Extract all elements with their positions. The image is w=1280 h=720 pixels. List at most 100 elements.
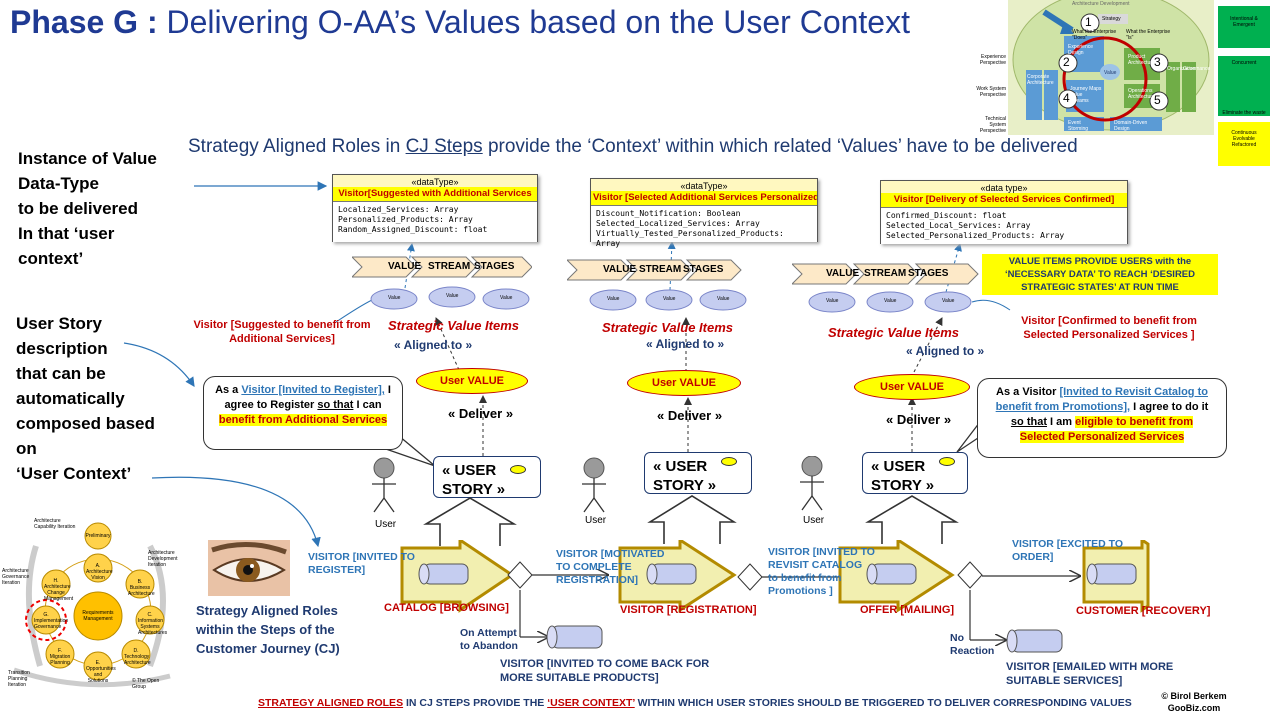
value-ellipse — [370, 288, 418, 310]
user-story-box: « USER STORY » — [862, 452, 968, 494]
aligned-to-label: « Aligned to » — [394, 338, 473, 352]
subtitle-link: CJ Steps — [405, 136, 483, 157]
thumbnail-label: Work System Perspective — [976, 86, 1006, 98]
user-story-description: User Story description that can be autom… — [16, 311, 186, 486]
actor-label: User — [585, 515, 607, 526]
journey-layer — [400, 540, 1150, 653]
state-line: REGISTER] — [308, 564, 366, 576]
thumbnail-number: 5 — [1154, 93, 1161, 107]
emailed-state-label: VISITOR [EMAILED WITH MORE SUITABLE SERV… — [1006, 660, 1173, 688]
visitor-label-line: Visitor [Confirmed to benefit from — [1021, 315, 1197, 327]
state-line: REVISIT CATALOG — [768, 559, 863, 571]
state-line: VISITOR [INVITED TO — [768, 546, 875, 558]
story-line: User Story — [16, 314, 102, 333]
instance-line: Instance of Value — [18, 149, 157, 168]
story-dot — [939, 457, 955, 466]
datatype-attrs: Confirmed_Discount: float Selected_Local… — [881, 208, 1127, 244]
deliver-label: « Deliver » — [886, 412, 952, 427]
visitor-label-line: Selected Personalized Services ] — [1023, 329, 1195, 341]
state-line: REGISTRATION] — [556, 574, 639, 586]
abandon-state-cylinder — [546, 625, 603, 649]
abandon-state-line: VISITOR [INVITED TO COME BACK FOR — [500, 658, 710, 670]
thumbnail-title: Architecture Development — [1072, 1, 1130, 7]
adm-credit: © The Open Group — [132, 678, 160, 690]
adm-iteration: Architecture Governance Iteration — [2, 568, 30, 586]
thumbnail-label: Value — [1104, 70, 1117, 76]
thumbnail-label: Intentional & Emergent — [1230, 16, 1258, 28]
chevron-set — [352, 256, 532, 310]
chevron-stage — [410, 256, 477, 278]
emailed-state-line: VISITOR [EMAILED WITH MORE — [1006, 661, 1174, 673]
datatype-attr: Selected_Personalized_Products: Array — [886, 231, 1065, 240]
eye-image — [208, 540, 290, 596]
value-ellipse — [482, 288, 530, 310]
roles-line: within the Steps of the — [196, 622, 335, 637]
adm-phase: A. Architecture Vision — [86, 563, 113, 581]
thumbnail-label: Product Architecture — [1128, 54, 1155, 66]
instance-line: In that ‘user — [18, 224, 115, 243]
visitor-confirmed-label: Visitor [Confirmed to benefit from Selec… — [1006, 314, 1212, 342]
chevron-stage — [685, 259, 742, 281]
footer-red-2: ‘USER CONTEXT’ — [547, 697, 635, 709]
abandon-line: to Abandon — [460, 640, 518, 652]
state-line: to benefit from — [768, 572, 842, 584]
copyright-line: © Birol Berkem — [1161, 691, 1227, 701]
roles-line: Customer Journey (CJ) — [196, 641, 340, 656]
user-story-box: « USER STORY » — [644, 452, 752, 494]
adm-phase: F. Migration Planning — [49, 648, 71, 666]
adm-phase: Preliminary — [85, 533, 111, 539]
callout-text: I agree to do it — [1130, 401, 1209, 413]
thumbnail-label: Concurrent — [1231, 60, 1257, 66]
value-items-note: VALUE ITEMS PROVIDE USERS with the ‘NECE… — [982, 254, 1218, 295]
thumbnail-label: Corporate Architecture — [1027, 74, 1054, 86]
right-callout: As a Visitor [Invited to Revisit Catalog… — [956, 378, 1227, 458]
user-value-ellipse: User VALUE — [854, 374, 970, 400]
datatype-attr: Selected_Localized_Services: Array — [596, 219, 760, 228]
visitor-suggested-label: Visitor [Suggested to benefit from Addit… — [186, 318, 378, 346]
big-up-arrow — [865, 495, 959, 544]
value-ellipse — [645, 289, 693, 311]
copyright: © Birol Berkem GooBiz.com — [1152, 690, 1236, 714]
copyright-line: GooBiz.com — [1167, 703, 1221, 713]
value-stream-group-3: VALUE STREAM STAGES Value Value Value — [792, 262, 982, 316]
datatype-attr: Personalized_Products: Array — [338, 215, 473, 224]
left-callout-text: As a Visitor [Invited to Register], I ag… — [203, 376, 403, 450]
story-arrow — [123, 342, 195, 387]
stage-word: STAGES — [908, 268, 949, 279]
datatype-attr: Localized_Services: Array — [338, 205, 459, 214]
title-bold: Phase G : — [10, 4, 158, 40]
footer-text: IN CJ STEPS PROVIDE THE — [403, 697, 548, 709]
adm-cycle-figure: Preliminary A. Architecture Vision B. Bu… — [0, 516, 186, 692]
journey-step-offer — [838, 540, 955, 613]
value-ellipse — [699, 289, 747, 311]
adm-phase: G. Implementation Governance — [34, 612, 69, 630]
state-line: Promotions ] — [768, 585, 833, 597]
chevron-set — [792, 263, 979, 313]
big-up-arrow — [647, 495, 737, 544]
strategy-roles-text: Strategy Aligned Roles within the Steps … — [196, 601, 366, 658]
datatype-attr: Discount_Notification: Boolean — [596, 209, 741, 218]
callout-benefit: benefit from Additional Services — [218, 414, 388, 426]
stage-word: STREAM — [864, 268, 907, 279]
datatype-header: «data type» — [980, 183, 1028, 193]
aligned-to-label: « Aligned to » — [646, 337, 725, 351]
no-reaction-line: No — [950, 632, 964, 644]
roles-line: Strategy Aligned Roles — [196, 603, 338, 618]
adm-center: Requirements Management — [82, 610, 114, 622]
datatype-box-3: «data type» Visitor [Delivery of Selecte… — [880, 180, 1128, 244]
footer-text: WITHIN WHICH USER STORIES SHOULD BE TRIG… — [634, 697, 1132, 709]
stage-word: STAGES — [474, 261, 515, 272]
subtitle: Strategy Aligned Roles in CJ Steps provi… — [188, 136, 1078, 158]
datatype-name: Visitor [Delivery of Selected Services C… — [881, 193, 1127, 208]
abandon-line: On Attempt — [460, 627, 517, 639]
thumbnail-label: Journey Maps Value Streams — [1070, 86, 1102, 104]
abandon-label: On Attempt to Abandon — [460, 627, 518, 653]
value-label: Value — [663, 296, 676, 302]
state-label-motivated: VISITOR [MOTIVATED TO COMPLETE REGISTRAT… — [556, 548, 665, 587]
callout-role: Visitor [Invited to Register], — [241, 384, 385, 396]
stage-word: VALUE — [388, 261, 422, 272]
story-dot — [510, 465, 526, 474]
no-reaction-label: No Reaction — [950, 632, 994, 658]
datatype-attr: Selected_Local_Services: Array — [886, 221, 1031, 230]
footer-statement: STRATEGY ALIGNED ROLES IN CJ STEPS PROVI… — [258, 697, 1132, 709]
